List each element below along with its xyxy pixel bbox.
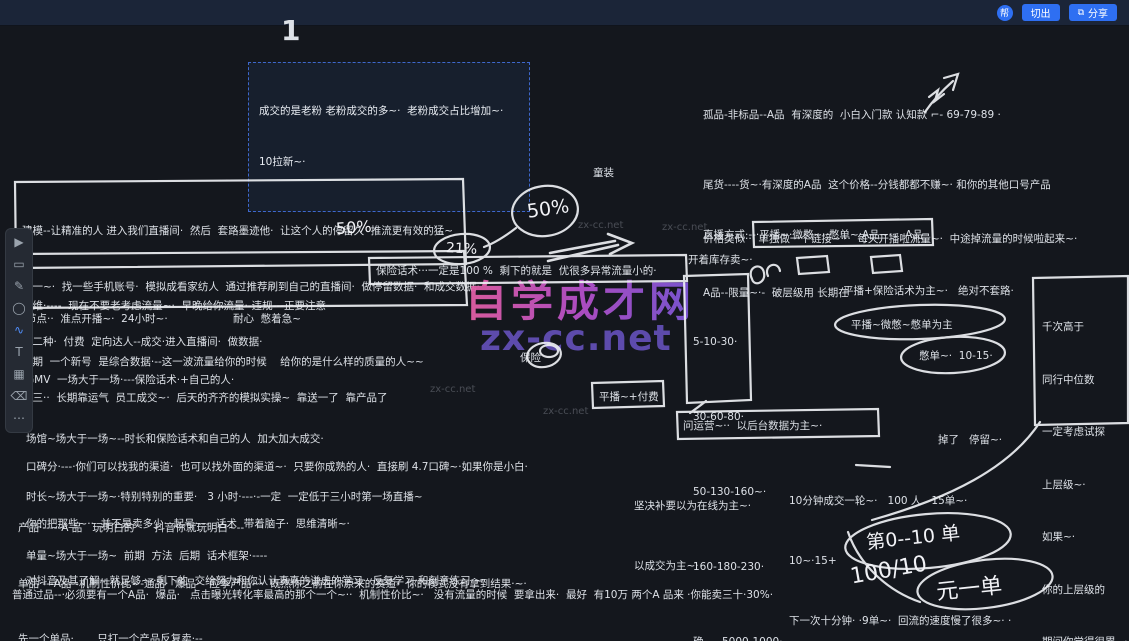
note-diaole[interactable]: 掉了 停留~· (938, 434, 1003, 446)
note-line: 160-180-230· (693, 561, 765, 573)
note-line: 坚决补要以为在线为主~· (634, 500, 752, 512)
export-button[interactable]: 切出 (1021, 4, 1060, 21)
arrow-mid-shaft (546, 239, 620, 263)
note-line: 50-130-160~· (693, 486, 767, 498)
note-line: 对抖音及其了解· 就足够~··剩下的 交给努力和你认认真真的谦虚的学习· 反复学… (26, 575, 486, 587)
user-avatar[interactable]: 帮 (996, 4, 1013, 21)
faint-watermark: zx-cc.net (662, 222, 708, 233)
share-button[interactable]: ⧉ 分享 (1068, 4, 1117, 21)
note-gupin[interactable]: 孤品-非标品--A品 有深度的 小白入门款 认知款 ⌐- 69-79-89 · (703, 109, 1001, 121)
note-line: 产品·-----A 品 玩明白的 抖音你就玩明白~-- (18, 522, 245, 534)
note-pingbo-fufei[interactable]: 平播~+付费 (599, 391, 659, 403)
note-line: 10~·15+ (789, 555, 837, 567)
handwritten-21-percent: 21% (445, 240, 478, 258)
text-tool-icon[interactable]: T (15, 345, 23, 359)
handwritten-orders-3: 元一单 (935, 573, 1004, 606)
faint-watermark: zx-cc.net (543, 406, 589, 417)
note-line: 期间你觉得很累~· (1042, 634, 1128, 641)
note-weibi[interactable]: 平播~微憋~憋单为主 (851, 319, 953, 331)
note-line: 单品·---A品--机制性价比~-通品· 爆品· 应季产品~· 既然你之前在你原… (18, 577, 527, 590)
pen-tool-icon[interactable]: ✎ (13, 279, 25, 293)
note-line: 前期 一个新号 是综合数据·--这一波流量给你的时候 给你的是什么样的质量的人~… (22, 355, 424, 368)
note-line: 你的把那些~·· 并不是卖多少· 起号·--- 话术 带着脑子· 思维清晰~· (26, 518, 350, 530)
note-chanpin[interactable]: 产品·-----A 品 玩明白的 抖音你就玩明白~-- 单品·---A品--机制… (18, 482, 527, 641)
note-line: 下一次十分钟· ·9单~· 回流的速度慢了很多~· · (789, 615, 1012, 627)
tail-50-circle (482, 226, 518, 249)
note-line: 你的上层级的 (1042, 583, 1105, 596)
watermark-title: 自学成才网 (465, 268, 695, 329)
note-line: 同行中位数 (1042, 373, 1095, 386)
select-tool-icon[interactable]: ▶ (14, 235, 24, 249)
note-line: 上层级~· (1042, 478, 1086, 491)
note-zhibo-fangshi[interactable]: 直播方式·--·平播~·微憋~··憋单~·A品~· A品 (703, 229, 923, 241)
note-line: 10拉新~· (259, 156, 306, 168)
tool-panel: ▶ ▭ ✎ ◯ ∿ T ▦ ⌫ ⋯ (5, 228, 33, 433)
note-jianjue[interactable]: 坚决补要以为在线为主~· 以成交为主~· (634, 456, 751, 616)
note-line: 5-10-30· (693, 336, 738, 348)
faint-watermark: zx-cc.net (430, 384, 476, 395)
note-tongzhuang[interactable]: 童装 (593, 167, 614, 179)
note-line: 口碑分·---·你们可以找我的渠道· 也可以找外面的渠道~· 只要你成熟的人· … (26, 461, 528, 473)
note-line: 场馆~场大于一场~--时长和保险话术和自己的人 加大加大成交· (26, 432, 324, 445)
note-line: 单量~场大于一场~ 前期 方法 后期 话术框架·---- (26, 549, 268, 562)
note-line: 如果~· (1042, 531, 1076, 543)
handwritten-50-percent-small: 50% (335, 216, 373, 239)
note-line: 普通过品--·必须要有一个A品· 爆品· 点击曝光转化率最高的那个一个~·· 机… (12, 589, 774, 601)
note-jiedian[interactable]: 节点·· 准点开播~· 24小时~· (26, 313, 168, 325)
media-tool-icon[interactable]: ▦ (13, 367, 25, 381)
share-icon: ⧉ (1077, 7, 1084, 17)
more-tools-icon[interactable]: ⋯ (13, 411, 25, 425)
top-bar: 帮 切出 ⧉ 分享 (0, 0, 1129, 26)
note-line: 第二种· 付费 定向达人--成交·进入直播间· 做数据· (22, 336, 263, 348)
note-line: 确---- 5000-1000· (693, 630, 783, 641)
handwritten-50-percent: 50% (525, 195, 571, 223)
note-line: GMV 一场大于一场·---保险话术·+自己的人· (26, 374, 235, 386)
note-koubei[interactable]: 口碑分·---·你们可以找我的渠道· 也可以找外面的渠道~· 只要你成熟的人· … (26, 420, 528, 629)
note-biedan[interactable]: 憋单~· 10-15· (919, 350, 993, 362)
note-line: 尾货----货~·有深度的A品 这个价格--分钱都都不赚~· 和你的其他口号产品 (703, 179, 1051, 191)
note-naixin[interactable]: 耐心 憋着急~ (233, 313, 301, 325)
note-line: 千次高于 (1042, 321, 1084, 333)
note-kucun[interactable]: 开着库存卖~· (688, 254, 753, 266)
note-line: 建模--让精准的人 进入我们直播间· 然后 套路墨迹他· 让这个人的停留久 推流… (22, 225, 454, 237)
arrow-mid-head (606, 232, 636, 256)
note-pingbao-right[interactable]: 平播+保险话术为主~· 绝对不套路· (843, 285, 1014, 297)
note-line: 时长~场大于一场~·特别特别的重要· 3 小时·---·-一定 一定低于三小时第… (26, 491, 423, 503)
arrow-top-head (942, 72, 960, 92)
faint-watermark: zx-cc.net (578, 220, 624, 231)
eraser-tool-icon[interactable]: ⌫ (10, 389, 28, 403)
shape-tool-icon[interactable]: ◯ (12, 301, 26, 315)
note-line: 以成交为主~· (634, 560, 699, 572)
note-gmv[interactable]: GMV 一场大于一场·---保险话术·+自己的人· 场馆~场大于一场~--时长和… (26, 332, 423, 605)
note-wenyunying[interactable]: 问运营~·· 以后台数据为主~· (683, 420, 823, 432)
note-line: 成交的是老粉 老粉成交的多~· 老粉成交占比增加~· (259, 105, 504, 117)
note-line: 10分钟成交一轮~· 100 人 15单~· (789, 495, 968, 507)
note-line: 一定考虑试探 (1042, 426, 1105, 438)
note-big-number[interactable]: 1 (281, 14, 301, 47)
connector-tool-icon[interactable]: ∿ (13, 323, 25, 337)
arrow-top-squiggle (927, 87, 946, 104)
share-button-label: 分享 (1088, 9, 1108, 20)
watermark-site: zx-cc.net (480, 318, 672, 359)
note-qianci[interactable]: 千次高于 同行中位数 一定考虑试探 上层级~· 如果~· 你的上层级的 期间你觉… (1042, 284, 1128, 641)
frame-tool-icon[interactable]: ▭ (13, 257, 25, 271)
note-line: 第三·· 长期靠运气 员工成交~· 后天的齐齐的模拟实操~ 靠送一了 靠产品了 (22, 391, 388, 404)
note-line: 先一个单品· 只打一个产品反复卖·-- (18, 633, 203, 641)
note-putong[interactable]: 普通过品--·必须要有一个A品· 爆品· 点击曝光转化率最高的那个一个~·· 机… (12, 542, 773, 641)
